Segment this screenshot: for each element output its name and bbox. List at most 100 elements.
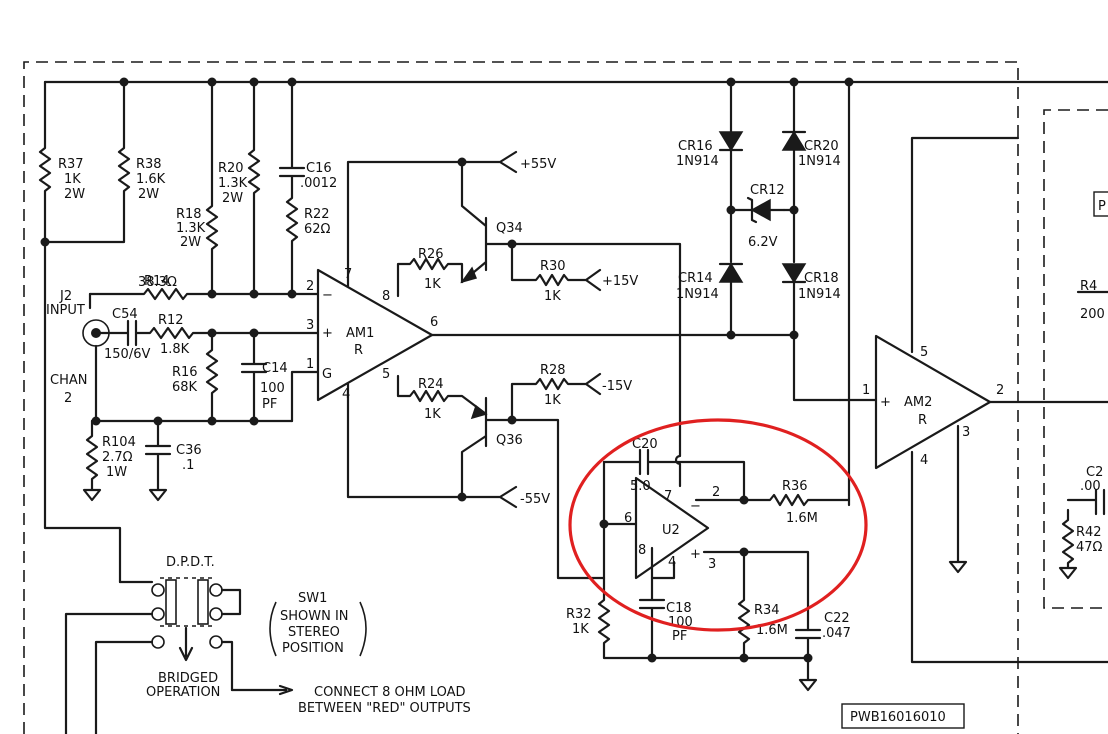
bridged-label: BRIDGED	[158, 671, 218, 686]
am1-minus: −	[322, 288, 333, 303]
r36-value: 1.6M	[786, 511, 818, 526]
u2-label: U2	[662, 523, 680, 538]
u2-plus: +	[690, 547, 701, 562]
u2-pin-4: 4	[668, 555, 676, 570]
minus-55v: -55V	[520, 492, 550, 507]
r14-label: R14	[144, 274, 170, 289]
r30-value: 1K	[544, 289, 561, 304]
sw1-parens	[269, 601, 367, 657]
highlight-ellipse	[568, 418, 868, 632]
cr20-label: CR20	[804, 139, 839, 154]
am1-pin-7: 7	[344, 267, 352, 282]
r28-label: R28	[540, 363, 566, 378]
between-label: BETWEEN "RED" OUTPUTS	[298, 701, 471, 716]
am1-pin-6: 6	[430, 315, 438, 330]
cr16-label: CR16	[678, 139, 713, 154]
r32-value: 1K	[572, 622, 589, 637]
am1-pin-4: 4	[342, 387, 350, 402]
am2-r: R	[918, 413, 927, 428]
pwb-label: PWB16016010	[850, 710, 946, 725]
q36-label: Q36	[496, 433, 523, 448]
r22-value: 62Ω	[304, 222, 331, 237]
pwb-box	[841, 703, 965, 729]
c36-label: C36	[176, 443, 202, 458]
cr12-label: CR12	[750, 183, 785, 198]
sw1-line3: POSITION	[282, 641, 344, 656]
am1-plus: +	[322, 326, 333, 341]
r14-value-text: 38.3Ω	[138, 275, 177, 290]
r24-value: 1K	[424, 407, 441, 422]
plus-55v: +55V	[520, 157, 556, 172]
amplifier-am2	[838, 136, 1108, 664]
r37-value: 1K	[64, 172, 81, 187]
board-outline	[23, 61, 1108, 734]
c14-value: 100	[260, 381, 285, 396]
r30-label: R30	[540, 259, 566, 274]
r38-value: 1.6K	[136, 172, 166, 187]
r37-label: R37	[58, 157, 84, 172]
am2-pin-5: 5	[920, 345, 928, 360]
r26-label: R26	[418, 247, 444, 262]
am2-pin-1: 1	[862, 383, 870, 398]
amplifier-am1	[316, 160, 798, 499]
chan-label: CHAN	[50, 373, 87, 388]
c20-label: C20	[632, 437, 658, 452]
r104-power: 1W	[106, 465, 127, 480]
am1-title: AM1	[346, 326, 374, 341]
q34-label: Q34	[496, 221, 523, 236]
r18-value: 1.3K	[176, 221, 206, 236]
transistor-q36	[396, 372, 606, 580]
cr18-label: CR18	[804, 271, 839, 286]
cr20-value: 1N914	[798, 154, 841, 169]
resistor-r20-r18	[205, 80, 306, 296]
u2-pin-8: 8	[638, 543, 646, 558]
am1-pin-1: 1	[306, 357, 314, 372]
am1-pin-3: 3	[306, 318, 314, 333]
r12-label: R12	[158, 313, 184, 328]
am1-r: R	[354, 343, 363, 358]
chan-number: 2	[64, 391, 72, 406]
r26-value: 1K	[424, 277, 441, 292]
r22-label: R22	[304, 207, 330, 222]
am1-pin-5: 5	[382, 367, 390, 382]
r36-label: R36	[782, 479, 808, 494]
u2-pin-7: 7	[664, 489, 672, 504]
r20-value: 1.3K	[218, 176, 248, 191]
resistor-r37-r38	[38, 80, 131, 584]
r4x-value: 200	[1080, 307, 1105, 322]
r28-value: 1K	[544, 393, 561, 408]
am1-pin-8: 8	[382, 289, 390, 304]
c54-label: C54	[112, 307, 138, 322]
cr14-value: 1N914	[676, 287, 719, 302]
input-network	[82, 287, 320, 502]
amplifier-u2	[597, 333, 851, 692]
r34-label: R34	[754, 603, 780, 618]
c16-label: C16	[306, 161, 332, 176]
am1-pin-2: 2	[306, 279, 314, 294]
top-rail	[43, 77, 1108, 87]
cr14-label: CR14	[678, 271, 713, 286]
r38-power: 2W	[138, 187, 159, 202]
transistor-q34	[396, 150, 682, 337]
r104-label: R104	[102, 435, 136, 450]
connect-label: CONNECT 8 OHM LOAD	[314, 685, 466, 700]
am2-title: AM2	[904, 395, 932, 410]
c16-value: .0012	[300, 176, 337, 191]
u2-pin-3: 3	[708, 557, 716, 572]
r38-label: R38	[136, 157, 162, 172]
am2-plus: +	[880, 395, 891, 410]
r20-power: 2W	[222, 191, 243, 206]
c18-label: C18	[666, 601, 692, 616]
r42-label: R42	[1076, 525, 1102, 540]
am2-pin-4: 4	[920, 453, 928, 468]
diode-stack	[718, 80, 851, 507]
cr12-value: 6.2V	[748, 235, 778, 250]
r16-value: 68K	[172, 380, 198, 395]
r18-power: 2W	[180, 235, 201, 250]
minus-15v: -15V	[602, 379, 632, 394]
right-partial	[1058, 191, 1108, 580]
c14-unit: PF	[262, 397, 277, 412]
cr18-value: 1N914	[798, 287, 841, 302]
c2x-value: .00	[1080, 479, 1101, 494]
